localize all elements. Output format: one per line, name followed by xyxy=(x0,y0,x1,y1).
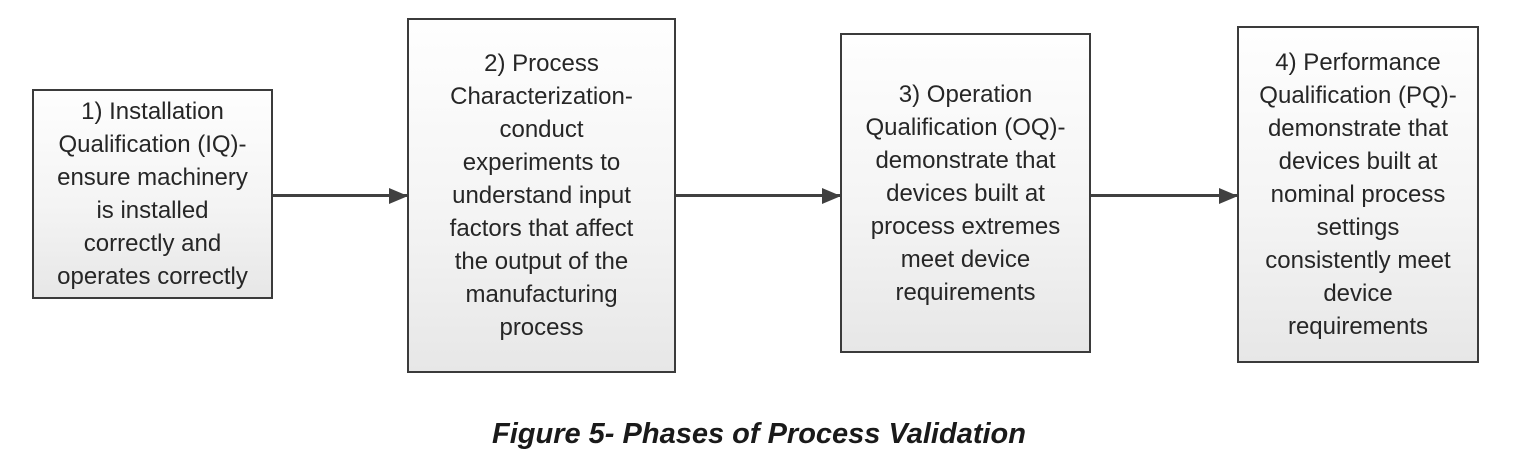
right-arrow-icon xyxy=(273,194,407,197)
phase-box-performance-qualification: 4) Performance Qualification (PQ)- demon… xyxy=(1237,26,1479,363)
phase-box-2-text: 2) Process Characterization- conduct exp… xyxy=(449,50,634,341)
right-arrow-icon xyxy=(676,194,840,197)
phase-box-process-characterization: 2) Process Characterization- conduct exp… xyxy=(407,18,676,373)
phase-box-installation-qualification: 1) Installation Qualification (IQ)- ensu… xyxy=(32,89,273,299)
phase-box-operation-qualification: 3) Operation Qualification (OQ)- demonst… xyxy=(840,33,1091,353)
phase-box-1-text: 1) Installation Qualification (IQ)- ensu… xyxy=(57,98,248,290)
right-arrow-icon xyxy=(1091,194,1237,197)
phase-box-4-text: 4) Performance Qualification (PQ)- demon… xyxy=(1259,49,1457,340)
phase-box-3-text: 3) Operation Qualification (OQ)- demonst… xyxy=(865,80,1066,306)
figure-caption: Figure 5- Phases of Process Validation xyxy=(492,418,1026,450)
